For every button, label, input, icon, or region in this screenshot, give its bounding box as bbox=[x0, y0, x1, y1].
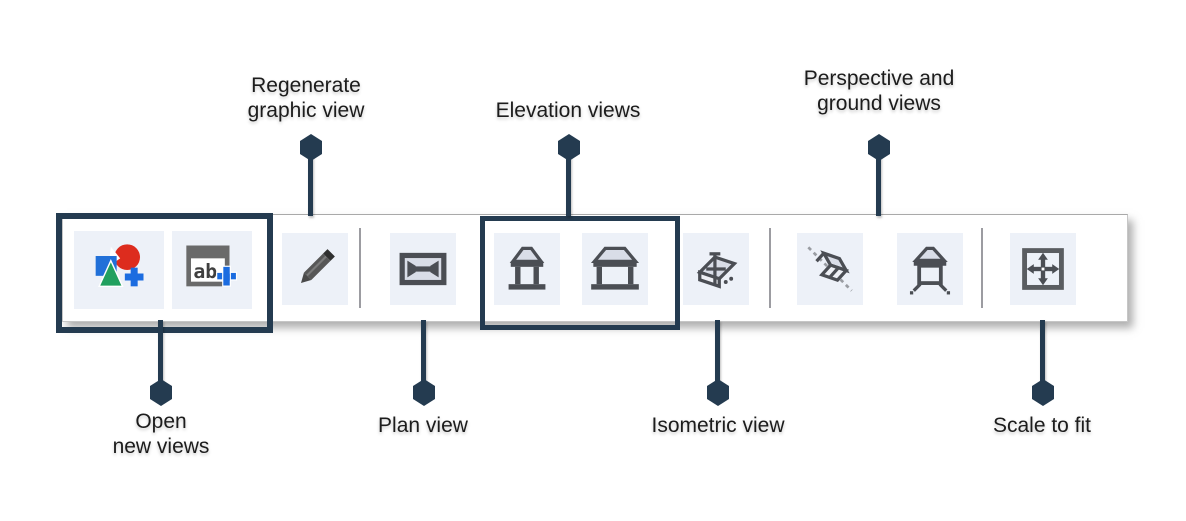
callout-line-open-new-views bbox=[158, 320, 163, 394]
label-line: Scale to fit bbox=[992, 414, 1092, 437]
callout-pin-perspective bbox=[868, 134, 890, 161]
label-line: Perspective and bbox=[803, 67, 955, 90]
toolbar-separator bbox=[769, 228, 771, 308]
callout-label-regenerate: Regenerate graphic view bbox=[248, 73, 365, 123]
scale-to-fit-icon bbox=[1017, 243, 1069, 295]
label-line: Plan view bbox=[378, 414, 468, 437]
toolbar-separator bbox=[981, 228, 983, 308]
perspective-view-button[interactable] bbox=[797, 233, 863, 305]
isometric-view-button[interactable] bbox=[683, 233, 749, 305]
label-line: graphic view bbox=[247, 99, 365, 122]
callout-label-plan-view: Plan view bbox=[378, 413, 468, 438]
callout-label-scale-to-fit: Scale to fit bbox=[993, 413, 1091, 438]
label-line: Regenerate bbox=[251, 74, 361, 97]
label-line: Isometric view bbox=[651, 414, 785, 437]
label-line: ground views bbox=[817, 92, 941, 115]
callout-line-elevation bbox=[566, 146, 571, 216]
elevation-view-front-button[interactable] bbox=[494, 233, 560, 305]
toolbar-separator bbox=[359, 228, 361, 308]
new-text-view-icon: ab bbox=[184, 242, 240, 298]
callout-pin-scale-to-fit bbox=[1032, 379, 1054, 406]
callout-label-isometric-view: Isometric view bbox=[651, 413, 784, 438]
elevation-front-icon bbox=[501, 243, 553, 295]
scale-to-fit-button[interactable] bbox=[1010, 233, 1076, 305]
ground-view-icon bbox=[904, 243, 956, 295]
callout-pin-plan-view bbox=[413, 379, 435, 406]
callout-line-regenerate bbox=[308, 146, 313, 216]
callout-pin-regenerate bbox=[300, 134, 322, 161]
callout-pin-open-new-views bbox=[150, 379, 172, 406]
callout-label-elevation: Elevation views bbox=[496, 98, 641, 123]
callout-line-plan-view bbox=[421, 320, 426, 394]
callout-pin-isometric-view bbox=[707, 379, 729, 406]
pencil-icon bbox=[290, 244, 340, 294]
svg-text:ab: ab bbox=[193, 260, 217, 283]
new-graphic-view-icon bbox=[91, 242, 147, 298]
perspective-view-icon bbox=[804, 243, 856, 295]
plan-view-icon bbox=[398, 244, 448, 294]
callout-label-perspective: Perspective and ground views bbox=[804, 66, 955, 116]
label-line: Elevation views bbox=[495, 99, 641, 122]
open-new-text-view-button[interactable]: ab bbox=[172, 231, 252, 309]
ground-view-button[interactable] bbox=[897, 233, 963, 305]
elevation-side-icon bbox=[589, 243, 641, 295]
open-new-graphic-view-button[interactable] bbox=[74, 231, 164, 309]
callout-pin-elevation bbox=[558, 134, 580, 161]
callout-line-isometric-view bbox=[715, 320, 720, 394]
label-line: new views bbox=[112, 435, 210, 458]
label-line: Open bbox=[135, 410, 187, 433]
regenerate-graphic-view-button[interactable] bbox=[282, 233, 348, 305]
callout-line-scale-to-fit bbox=[1040, 320, 1045, 394]
callout-label-open-new-views: Open new views bbox=[113, 409, 210, 459]
isometric-view-icon bbox=[690, 243, 742, 295]
callout-line-perspective bbox=[876, 146, 881, 216]
elevation-view-side-button[interactable] bbox=[582, 233, 648, 305]
plan-view-button[interactable] bbox=[390, 233, 456, 305]
